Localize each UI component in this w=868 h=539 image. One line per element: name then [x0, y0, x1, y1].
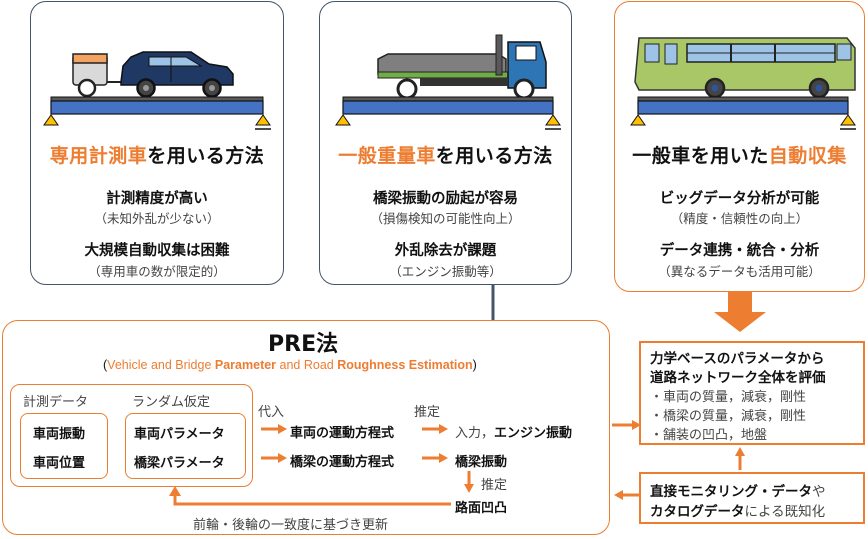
- panel-heavy-vehicle: 一般重量車を用いる方法 橋梁振動の励起が容易 （損傷検知の可能性向上） 外乱除去…: [319, 1, 572, 285]
- pre-method-box: PRE法 (Vehicle and Bridge Parameter and R…: [2, 320, 610, 535]
- evaluation-bullet: ・橋梁の質量，減衰，剛性: [650, 409, 807, 424]
- evaluation-heading: 力学ベースのパラメータから: [650, 351, 825, 367]
- random-item: 車両パラメータ: [134, 427, 225, 442]
- panel-auto-collection: 一般車を用いた自動収集 ビッグデータ分析が可能 （精度・信頼性の向上） データ連…: [614, 1, 865, 292]
- vehicle-equation: 車両の運動方程式: [290, 426, 395, 441]
- inputs-group: 計測データ ランダム仮定 車両振動 車両位置 車両パラメータ 橋梁パラメータ: [10, 384, 253, 487]
- random-assumption-label: ランダム仮定: [132, 395, 211, 410]
- panel-title: 専用計測車を用いる方法: [49, 145, 265, 167]
- down-arrow-icon: [714, 292, 766, 332]
- point-main: データ連携・統合・分析: [659, 243, 820, 259]
- evaluation-box: 力学ベースのパラメータから 道路ネットワーク全体を評価 ・車両の質量，減衰，剛性…: [639, 341, 865, 445]
- known-values-box: 直接モニタリング・データや カタログデータによる既知化: [639, 472, 865, 524]
- substitute-label: 代入: [258, 405, 285, 420]
- pre-subtitle: (Vehicle and Bridge Parameter and Road R…: [103, 358, 477, 372]
- point-sub: （エンジン振動等）: [389, 264, 502, 279]
- panel-title: 一般車を用いた自動収集: [632, 145, 847, 167]
- point-main: ビッグデータ分析が可能: [659, 191, 820, 207]
- panel-title: 一般重量車を用いる方法: [338, 145, 553, 167]
- evaluation-heading: 道路ネットワーク全体を評価: [650, 370, 826, 386]
- random-item: 橋梁パラメータ: [134, 456, 225, 471]
- bridge-equation: 橋梁の運動方程式: [290, 455, 395, 470]
- measured-data-box: 車両振動 車両位置: [20, 413, 108, 479]
- measured-item: 車両振動: [33, 427, 86, 442]
- road-roughness: 路面凹凸: [455, 501, 508, 516]
- point-sub: （損傷検知の可能性向上）: [370, 211, 521, 226]
- input-engine-vibration: 入力，エンジン振動: [455, 426, 573, 441]
- evaluation-bullet: ・車両の質量，減衰，剛性: [650, 390, 807, 405]
- random-params-box: 車両パラメータ 橋梁パラメータ: [125, 413, 246, 479]
- update-label: 前輪・後輪の一致度に基づき更新: [193, 518, 389, 533]
- estimate-label-2: 推定: [481, 478, 508, 493]
- measured-data-label: 計測データ: [23, 395, 89, 410]
- point-main: 橋梁振動の励起が容易: [373, 191, 518, 207]
- bridge-vibration: 橋梁振動: [455, 455, 508, 470]
- known-line-1: 直接モニタリング・データや: [650, 484, 826, 500]
- estimate-label: 推定: [414, 405, 441, 420]
- panel-dedicated-vehicle: 専用計測車を用いる方法 計測精度が高い （未知外乱が少ない） 大規模自動収集は困…: [30, 1, 284, 285]
- measured-item: 車両位置: [33, 456, 86, 471]
- bridge-with-truck-icon: [335, 34, 561, 130]
- evaluation-bullet: ・舗装の凹凸，地盤: [650, 428, 768, 443]
- point-sub: （未知外乱が少ない）: [94, 211, 220, 226]
- pre-flow-arrows: [169, 424, 474, 506]
- point-main: 外乱除去が課題: [394, 243, 497, 259]
- point-sub: （異なるデータも活用可能）: [658, 264, 821, 279]
- feedback-arrow: [173, 495, 451, 506]
- bridge-with-car-icon: [43, 51, 271, 130]
- point-sub: （専用車の数が限定的）: [88, 264, 226, 279]
- known-line-2: カタログデータによる既知化: [650, 504, 826, 520]
- trailer-icon: [72, 53, 121, 98]
- point-main: 大規模自動収集は困難: [84, 243, 230, 259]
- bridge-with-bus-icon: [630, 37, 856, 130]
- point-main: 計測精度が高い: [106, 191, 208, 207]
- point-sub: （精度・信頼性の向上）: [670, 211, 809, 226]
- pre-title: PRE法: [268, 332, 339, 357]
